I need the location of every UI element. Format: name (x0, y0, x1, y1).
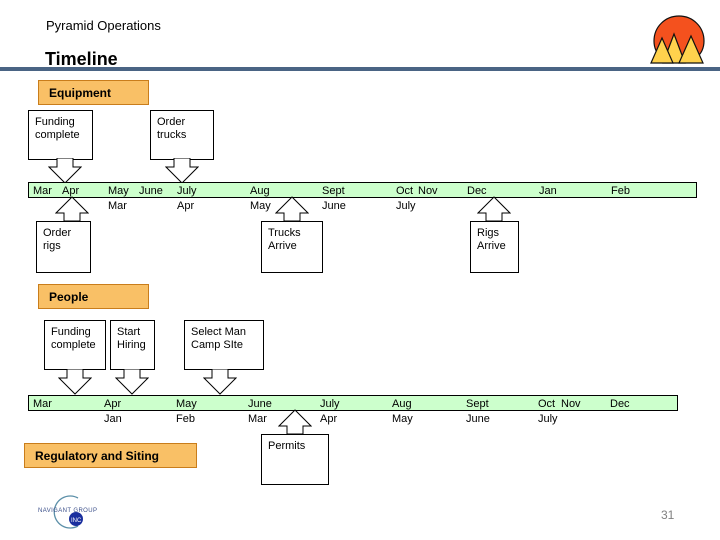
event-box-permits[interactable]: Permits (261, 434, 329, 485)
down-arrow-funding-complete-people (58, 369, 92, 395)
company-circle-logo-icon: NAVIGANT GROUP INC (30, 492, 110, 532)
tick-label: Jan (539, 185, 557, 197)
tick-label: Feb (176, 413, 195, 425)
down-arrow-start-hiring (115, 369, 149, 395)
header-divider (0, 67, 720, 71)
tick-label: Sept (466, 398, 489, 410)
event-box-funding-complete-equipment[interactable]: Funding complete (28, 110, 93, 160)
tick-label: July (396, 200, 416, 212)
event-box-order-trucks[interactable]: Order trucks (150, 110, 214, 160)
tick-label: Aug (392, 398, 412, 410)
down-arrow-select-man-camp-site (203, 369, 237, 395)
tick-label: Mar (108, 200, 127, 212)
event-box-start-hiring[interactable]: Start Hiring (110, 320, 155, 370)
tick-label: June (248, 398, 272, 410)
tick-label: Oct (538, 398, 556, 410)
tick-label: July (538, 413, 558, 425)
event-box-order-rigs[interactable]: Order rigs (36, 221, 91, 273)
tick-label: May (176, 398, 197, 410)
tick-label: May (250, 200, 271, 212)
up-arrow-rigs-arrive (477, 196, 511, 222)
tick-label: July (177, 185, 197, 197)
section-header-equipment[interactable]: Equipment (38, 80, 149, 105)
event-box-select-man-camp-site[interactable]: Select Man Camp SIte (184, 320, 264, 370)
section-header-regulatory[interactable]: Regulatory and Siting (24, 443, 197, 468)
svg-text:NAVIGANT GROUP: NAVIGANT GROUP (38, 508, 97, 514)
tick-label: Sept (322, 185, 345, 197)
tick-label: June (322, 200, 346, 212)
event-box-trucks-arrive[interactable]: Trucks Arrive (261, 221, 323, 273)
event-box-funding-complete-people[interactable]: Funding complete (44, 320, 106, 370)
tick-label: Feb (611, 185, 630, 197)
svg-text:INC: INC (71, 518, 82, 524)
tick-label: Mar (33, 398, 52, 410)
tick-label: Apr (62, 185, 80, 197)
tick-label: Nov (561, 398, 581, 410)
down-arrow-order-trucks (165, 158, 199, 184)
section-header-people[interactable]: People (38, 284, 149, 309)
page-title: Timeline (45, 49, 118, 69)
pyramid-sun-logo-icon (648, 14, 710, 66)
up-arrow-permits (278, 409, 312, 435)
page-number: 31 (661, 508, 675, 522)
up-arrow-order-rigs (55, 196, 89, 222)
tick-label: Apr (177, 200, 195, 212)
up-arrow-trucks-arrive (275, 196, 309, 222)
tick-label: Apr (104, 398, 122, 410)
tick-label: Dec (467, 185, 487, 197)
slide-subtitle: Pyramid Operations (46, 18, 161, 33)
event-box-rigs-arrive[interactable]: Rigs Arrive (470, 221, 519, 273)
tick-label: Mar (33, 185, 52, 197)
down-arrow-funding-complete-equipment (48, 158, 82, 184)
tick-label: May (392, 413, 413, 425)
tick-label: Jan (104, 413, 122, 425)
tick-label: May (108, 185, 129, 197)
tick-label: June (139, 185, 163, 197)
tick-label: June (466, 413, 490, 425)
tick-label: July (320, 398, 340, 410)
tick-label: Aug (250, 185, 270, 197)
tick-label: Apr (320, 413, 338, 425)
tick-label: Mar (248, 413, 267, 425)
timeline-bar-equipment (28, 182, 697, 198)
tick-label: Oct (396, 185, 414, 197)
tick-label: Dec (610, 398, 630, 410)
tick-label: Nov (418, 185, 438, 197)
timeline-bar-people (28, 395, 678, 411)
